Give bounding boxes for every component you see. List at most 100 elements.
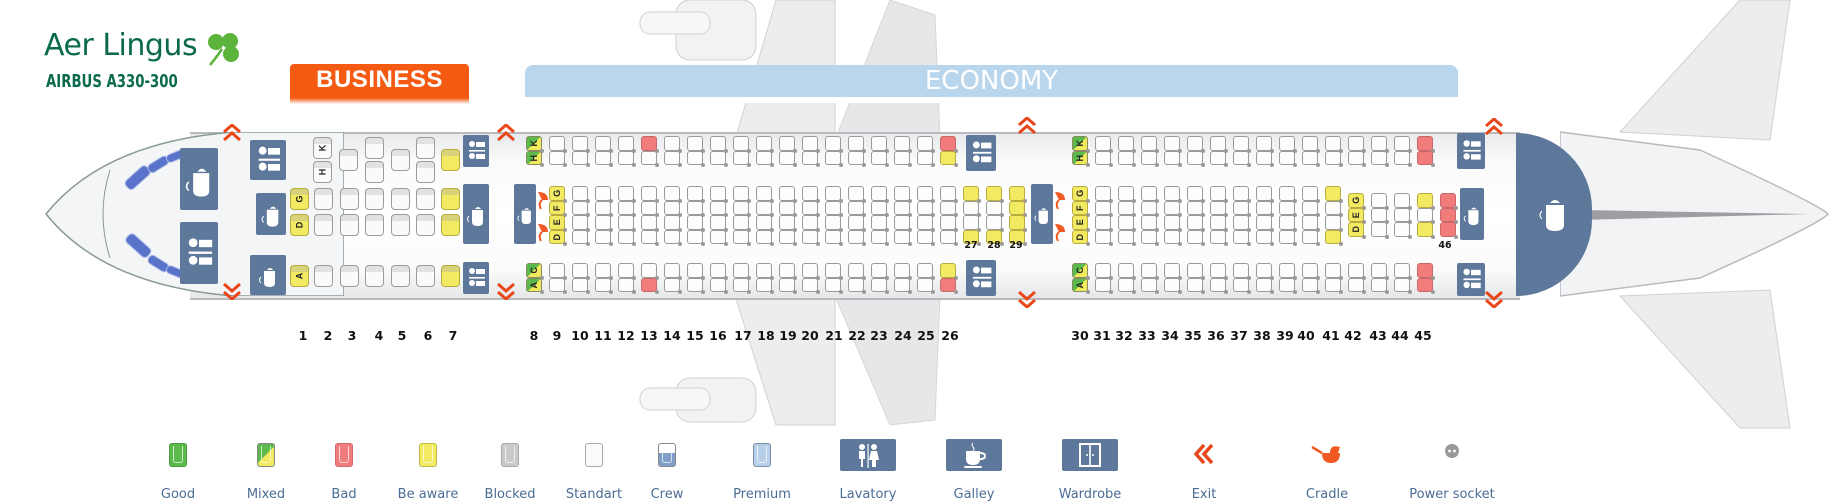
seat[interactable]: [1256, 150, 1274, 167]
seat[interactable]: [549, 277, 567, 294]
seat[interactable]: [1302, 150, 1320, 167]
seat[interactable]: [641, 263, 659, 279]
business-seat[interactable]: [391, 149, 410, 171]
business-seat[interactable]: [365, 161, 384, 183]
seat[interactable]: [894, 150, 912, 167]
seat[interactable]: [1164, 277, 1182, 294]
seat[interactable]: D: [1348, 222, 1366, 238]
seat[interactable]: [1256, 229, 1274, 246]
seat[interactable]: [871, 215, 889, 231]
seat[interactable]: [1210, 186, 1228, 202]
seat[interactable]: [1279, 186, 1297, 202]
business-seat[interactable]: [314, 188, 333, 210]
seat[interactable]: [1141, 229, 1159, 246]
seat[interactable]: [917, 186, 935, 202]
seat[interactable]: [1302, 200, 1320, 217]
seat[interactable]: [1118, 200, 1136, 217]
seat[interactable]: [802, 150, 820, 167]
seat[interactable]: [848, 263, 866, 279]
seat[interactable]: [963, 215, 981, 231]
seat[interactable]: [940, 277, 958, 294]
seat[interactable]: [1118, 186, 1136, 202]
seat[interactable]: [756, 136, 774, 152]
seat[interactable]: [756, 186, 774, 202]
seat[interactable]: [940, 150, 958, 167]
seat[interactable]: [1302, 229, 1320, 246]
seat[interactable]: [894, 186, 912, 202]
seat[interactable]: [1210, 277, 1228, 294]
business-seat[interactable]: [416, 188, 435, 210]
seat[interactable]: [572, 150, 590, 167]
seat[interactable]: [1325, 229, 1343, 246]
seat[interactable]: [871, 186, 889, 202]
seat[interactable]: [1279, 215, 1297, 231]
seat[interactable]: [1325, 263, 1343, 279]
seat[interactable]: [940, 200, 958, 217]
seat[interactable]: [641, 229, 659, 246]
seat[interactable]: [618, 186, 636, 202]
seat[interactable]: [641, 186, 659, 202]
seat[interactable]: C: [526, 263, 544, 279]
seat[interactable]: [825, 229, 843, 246]
seat[interactable]: [779, 263, 797, 279]
seat[interactable]: [1325, 277, 1343, 294]
seat[interactable]: [1233, 277, 1251, 294]
seat[interactable]: [618, 277, 636, 294]
seat[interactable]: [1371, 263, 1389, 279]
seat[interactable]: [664, 150, 682, 167]
seat[interactable]: [1302, 263, 1320, 279]
seat[interactable]: [848, 150, 866, 167]
seat[interactable]: [1371, 222, 1389, 238]
seat[interactable]: [894, 263, 912, 279]
business-seat[interactable]: H: [313, 161, 332, 183]
seat[interactable]: [572, 277, 590, 294]
seat[interactable]: [664, 215, 682, 231]
seat[interactable]: [1394, 277, 1412, 294]
seat[interactable]: [1141, 136, 1159, 152]
seat[interactable]: [871, 150, 889, 167]
seat[interactable]: [1095, 200, 1113, 217]
business-seat[interactable]: [314, 265, 333, 287]
seat[interactable]: [641, 277, 659, 294]
seat[interactable]: [756, 215, 774, 231]
seat[interactable]: G: [1072, 186, 1090, 202]
seat[interactable]: [687, 229, 705, 246]
seat[interactable]: [1210, 150, 1228, 167]
seat[interactable]: [1325, 200, 1343, 217]
seat[interactable]: G: [549, 186, 567, 202]
seat[interactable]: [940, 136, 958, 152]
seat[interactable]: [1141, 186, 1159, 202]
seat[interactable]: K: [1072, 136, 1090, 152]
seat[interactable]: E: [1348, 207, 1366, 224]
seat[interactable]: [1095, 215, 1113, 231]
seat[interactable]: [1279, 150, 1297, 167]
seat[interactable]: [595, 200, 613, 217]
business-seat[interactable]: [339, 149, 358, 171]
seat[interactable]: [1256, 136, 1274, 152]
seat[interactable]: [756, 200, 774, 217]
business-seat[interactable]: [391, 214, 410, 236]
business-seat[interactable]: [441, 149, 460, 171]
seat[interactable]: [1118, 150, 1136, 167]
business-seat[interactable]: G: [290, 188, 309, 210]
seat[interactable]: D: [1072, 229, 1090, 246]
seat[interactable]: [779, 186, 797, 202]
seat[interactable]: [710, 136, 728, 152]
seat[interactable]: [664, 200, 682, 217]
seat[interactable]: [664, 136, 682, 152]
seat[interactable]: [848, 186, 866, 202]
seat[interactable]: [756, 277, 774, 294]
seat[interactable]: [986, 229, 1004, 246]
business-seat[interactable]: [416, 137, 435, 159]
seat[interactable]: [917, 229, 935, 246]
seat[interactable]: [1187, 136, 1205, 152]
seat[interactable]: [756, 150, 774, 167]
seat[interactable]: [687, 186, 705, 202]
seat[interactable]: [1164, 215, 1182, 231]
seat[interactable]: [825, 277, 843, 294]
seat[interactable]: [779, 277, 797, 294]
seat[interactable]: [1095, 263, 1113, 279]
seat[interactable]: [1187, 200, 1205, 217]
seat[interactable]: [871, 277, 889, 294]
seat[interactable]: [1371, 136, 1389, 152]
